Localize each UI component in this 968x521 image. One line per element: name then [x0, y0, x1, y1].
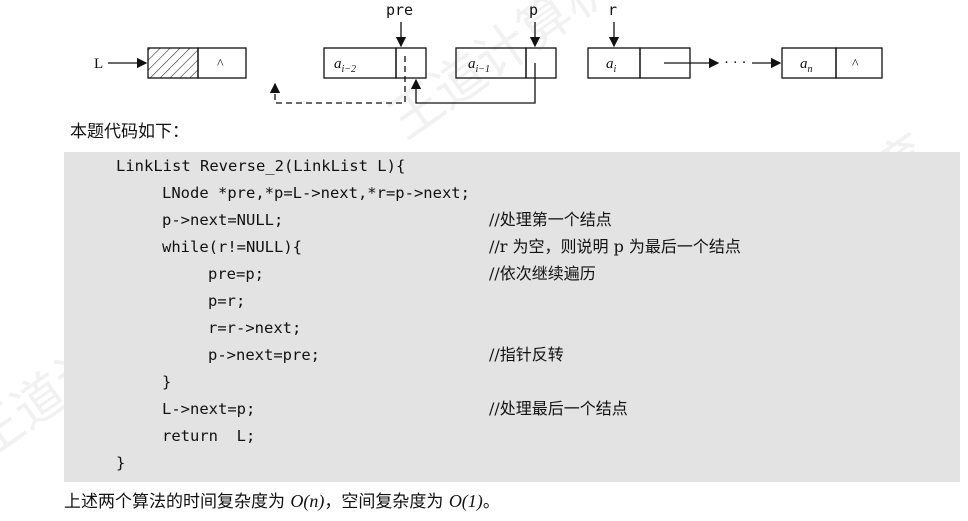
dashed-reverse-link — [269, 56, 406, 104]
code-comment: //依次继续遍历 — [489, 264, 596, 283]
solid-reverse-link — [410, 63, 536, 104]
node-a-n: an ^ — [781, 47, 883, 79]
code-line: r=r->next; — [208, 319, 302, 337]
linked-list-diagram: L ^ ai−2 ai−1 ai an ^ · · · pre p r — [94, 1, 883, 104]
node-a-i-minus-1: ai−1 — [455, 47, 557, 79]
code-comment: //指针反转 — [489, 345, 564, 364]
head-null-symbol: ^ — [217, 57, 224, 72]
code-line: LNode *pre,*p=L->next,*r=p->next; — [162, 184, 470, 202]
time-complexity: O(n) — [290, 491, 325, 511]
space-complexity: O(1) — [448, 491, 483, 511]
code-line: pre=p; — [208, 265, 264, 283]
code-line: } — [116, 454, 126, 472]
svg-text:ai: ai — [606, 56, 617, 75]
code-comment: //处理最后一个结点 — [489, 399, 628, 418]
head-pointer-label: L — [94, 56, 103, 72]
code-line: LinkList Reverse_2(LinkList L){ — [116, 157, 406, 175]
ellipsis: · · · — [724, 55, 747, 71]
code-comment: //处理第一个结点 — [489, 210, 612, 229]
head-node: ^ — [147, 47, 247, 79]
code-line: return L; — [162, 427, 256, 445]
code-comment: //r 为空，则说明 p 为最后一个结点 — [489, 237, 741, 256]
code-line: p=r; — [208, 292, 246, 310]
svg-text:an: an — [800, 56, 813, 75]
code-line: p->next=pre; — [208, 346, 320, 364]
p-pointer-label: p — [529, 1, 538, 19]
r-pointer-label: r — [608, 1, 617, 19]
code-block — [64, 152, 960, 482]
node-a-i-minus-2: ai−2 — [323, 47, 427, 79]
code-line: L->next=p; — [162, 400, 256, 418]
svg-text:ai−1: ai−1 — [468, 56, 490, 75]
svg-text:ai−2: ai−2 — [334, 56, 356, 75]
code-line: } — [162, 373, 172, 391]
code-line: while(r!=NULL){ — [162, 238, 302, 256]
tail-null-symbol: ^ — [852, 57, 859, 72]
intro-text: 本题代码如下： — [70, 122, 189, 142]
complexity-summary: 上述两个算法的时间复杂度为 O(n)，空间复杂度为 O(1)。 — [64, 491, 500, 512]
pre-pointer-label: pre — [386, 1, 413, 19]
code-line: p->next=NULL; — [162, 211, 284, 229]
